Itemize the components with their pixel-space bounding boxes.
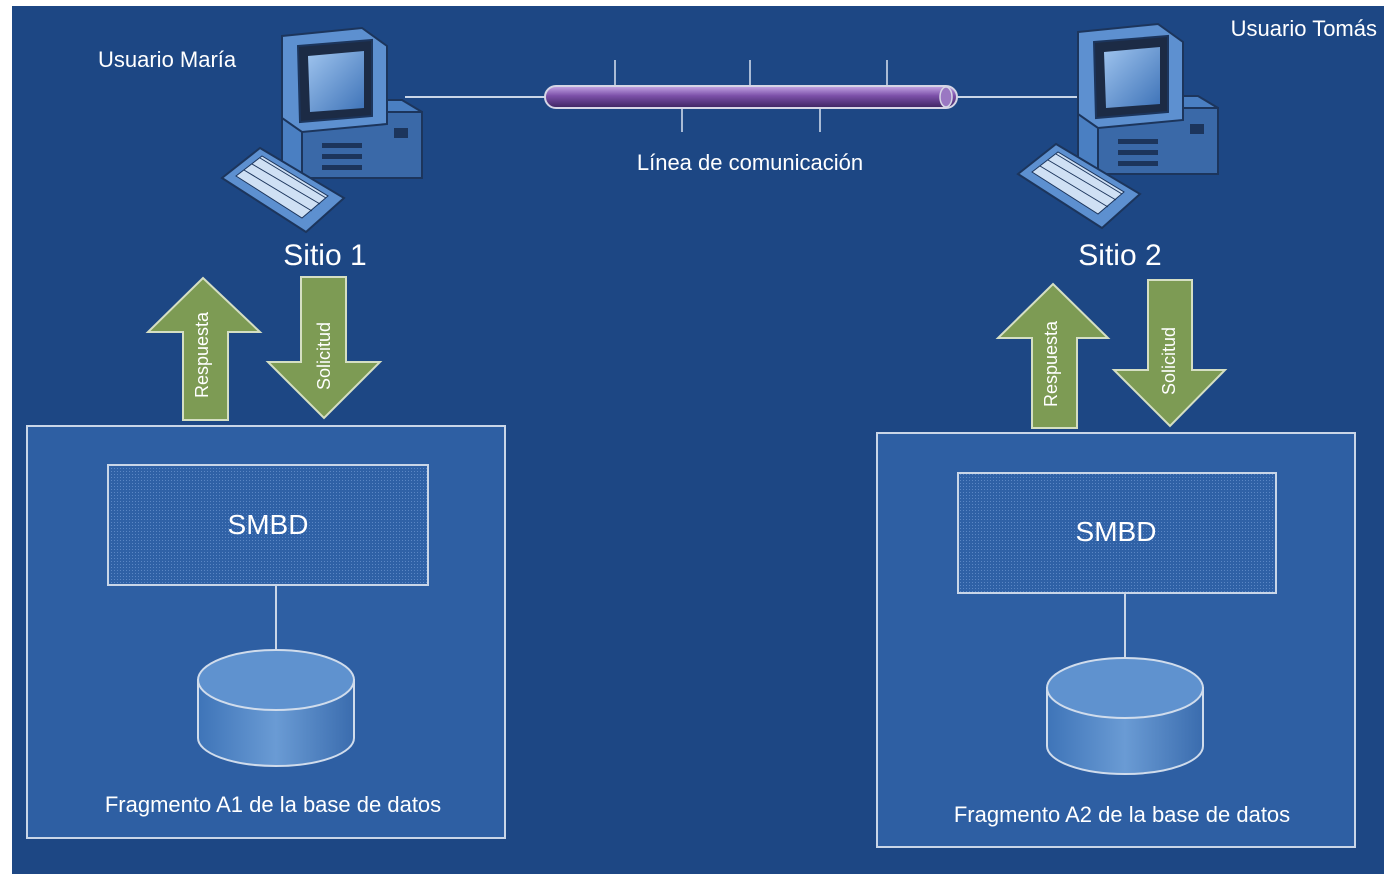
response-arrow: Respuesta [995, 282, 1111, 429]
response-arrow-label: Respuesta [192, 311, 212, 398]
response-arrow-label: Respuesta [1041, 320, 1061, 407]
database-cylinder-icon [197, 649, 355, 767]
site-2-container: SMBD Fragmento A2 de la base de datos [876, 432, 1356, 848]
communication-pipe [544, 85, 958, 109]
request-arrow-label: Solicitud [1159, 327, 1179, 395]
fragment-label: Fragmento A2 de la base de datos [954, 802, 1290, 827]
fragment-label: Fragmento A1 de la base de datos [105, 792, 441, 817]
computer-icon [1016, 22, 1219, 230]
dbms-label: SMBD [1076, 516, 1157, 547]
database-cylinder-icon [1046, 657, 1204, 775]
user-maria-label: Usuario María [98, 47, 237, 72]
site-2-label: Sitio 2 [1078, 239, 1161, 272]
request-arrow-label: Solicitud [314, 322, 334, 390]
dbms-box [957, 472, 1277, 594]
dbms-label: SMBD [228, 509, 309, 540]
dbms-box [107, 464, 429, 586]
request-arrow: Solicitud [1111, 279, 1228, 428]
site-1-container: SMBD Fragmento A1 de la base de datos [26, 425, 506, 839]
user-tomas-label: Usuario Tomás [1231, 16, 1377, 41]
pipe-ticks [614, 60, 888, 132]
link-label: Línea de comunicación [637, 150, 863, 175]
computer-icon [220, 26, 423, 234]
response-arrow: Respuesta [145, 276, 263, 421]
site-1-label: Sitio 1 [283, 239, 366, 272]
communication-link [405, 60, 1085, 132]
request-arrow: Solicitud [265, 276, 383, 420]
